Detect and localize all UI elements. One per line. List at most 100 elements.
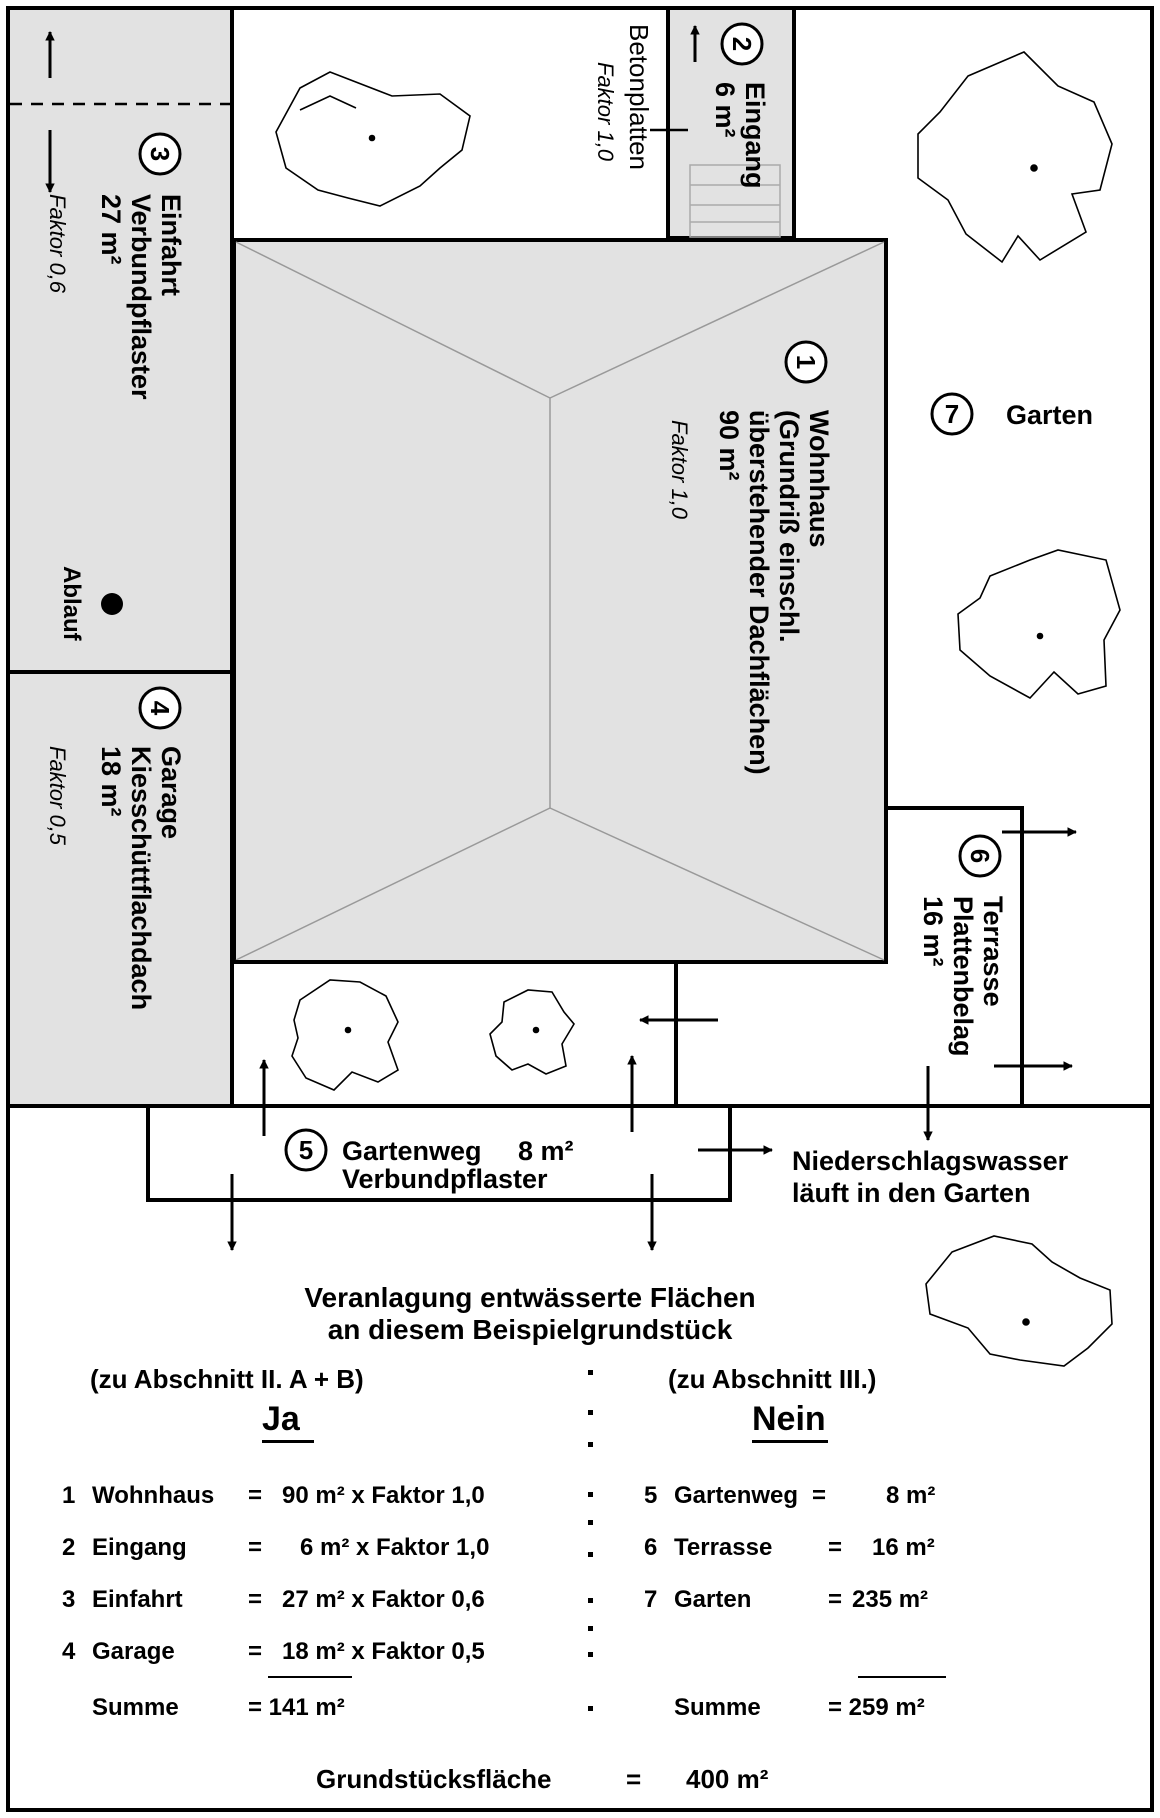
row-num: 4 xyxy=(62,1638,76,1665)
row-num: 7 xyxy=(644,1586,658,1613)
label-betonplatten: Betonplatten Faktor 1,0 xyxy=(593,24,654,170)
row-eq: = xyxy=(828,1586,843,1613)
row-value: 8 m² xyxy=(886,1482,936,1509)
left-section-title: (zu Abschnitt II. A + B) xyxy=(90,1364,364,1394)
svg-text:Terrasse: Terrasse xyxy=(978,896,1008,1007)
svg-text:7: 7 xyxy=(945,399,959,429)
right-sum-value: = 259 m² xyxy=(828,1694,925,1721)
right-section-title: (zu Abschnitt III.) xyxy=(668,1364,877,1394)
svg-text:Ablauf: Ablauf xyxy=(58,566,85,642)
svg-text:Faktor 1,0: Faktor 1,0 xyxy=(593,62,618,162)
bush-icon xyxy=(957,549,1121,700)
svg-text:6 m²: 6 m² xyxy=(710,82,740,138)
svg-text:(Grundriß einschl.: (Grundriß einschl. xyxy=(774,410,804,643)
svg-text:5: 5 xyxy=(299,1135,313,1165)
left-sum-value: = 141 m² xyxy=(248,1694,345,1721)
svg-text:8 m²: 8 m² xyxy=(518,1136,574,1166)
row-name: Wohnhaus xyxy=(92,1482,215,1509)
bush-icon xyxy=(275,71,471,207)
svg-text:Niederschlagswasser: Niederschlagswasser xyxy=(792,1146,1069,1176)
svg-text:Faktor 0,6: Faktor 0,6 xyxy=(45,194,70,294)
svg-text:Kiesschüttflachdach: Kiesschüttflachdach xyxy=(126,746,156,1010)
label-garage: Garage Kiesschüttflachdach 18 m² Faktor … xyxy=(45,746,186,1010)
separator-dot xyxy=(588,1626,593,1631)
note-niederschlagswasser: Niederschlagswasser läuft in den Garten xyxy=(792,1146,1069,1208)
label-terrasse: Terrasse Plattenbelag 16 m² xyxy=(918,896,1008,1057)
label-wohnhaus: Wohnhaus (Grundriß einschl. überstehende… xyxy=(667,410,834,775)
row-value: 18 m² x Faktor 0,5 xyxy=(282,1638,485,1665)
row-value: 16 m² xyxy=(872,1534,935,1561)
svg-text:2: 2 xyxy=(727,37,757,51)
label-gartenweg: Gartenweg 8 m² Verbundpflaster xyxy=(342,1136,574,1194)
row-num: 6 xyxy=(644,1534,658,1561)
label-ablauf: Ablauf xyxy=(58,566,85,642)
left-head-underline xyxy=(262,1440,314,1443)
right-head-underline xyxy=(752,1440,828,1443)
row-name: Garage xyxy=(92,1638,175,1665)
number-circle-2: 2 xyxy=(720,22,764,66)
row-name: Garten xyxy=(674,1586,752,1613)
right-sum-line xyxy=(858,1676,946,1678)
svg-text:4: 4 xyxy=(145,701,175,716)
row-value: 27 m² x Faktor 0,6 xyxy=(282,1586,485,1613)
svg-text:Einfahrt: Einfahrt xyxy=(156,194,186,296)
separator-dot xyxy=(588,1598,593,1603)
row-name: Terrasse xyxy=(674,1534,773,1561)
total-value: 400 m² xyxy=(686,1764,769,1794)
bush-icon xyxy=(917,51,1113,264)
number-circle-4: 4 xyxy=(138,686,182,730)
row-num: 3 xyxy=(62,1586,76,1613)
svg-text:3: 3 xyxy=(145,147,175,161)
svg-text:Faktor 1,0: Faktor 1,0 xyxy=(667,420,692,520)
svg-text:16 m²: 16 m² xyxy=(918,896,948,967)
row-value: 90 m² x Faktor 1,0 xyxy=(282,1482,485,1509)
right-sum-label: Summe xyxy=(674,1694,761,1721)
summary-title: Veranlagung entwässerte Flächen an diese… xyxy=(250,1282,810,1346)
row-eq: = xyxy=(248,1586,263,1613)
summary-title-line2: an diesem Beispielgrundstück xyxy=(327,1314,733,1345)
svg-text:Wohnhaus: Wohnhaus xyxy=(804,410,834,548)
svg-text:Plattenbelag: Plattenbelag xyxy=(948,896,978,1057)
row-name: Gartenweg xyxy=(674,1482,799,1509)
number-circle-3: 3 xyxy=(138,132,182,176)
svg-text:18 m²: 18 m² xyxy=(96,746,126,817)
svg-text:läuft in den Garten: läuft in den Garten xyxy=(792,1178,1031,1208)
row-eq: = xyxy=(248,1482,263,1509)
number-circle-6: 6 xyxy=(958,834,1002,878)
summary-title-line1: Veranlagung entwässerte Flächen xyxy=(304,1282,756,1313)
right-head-nein: Nein xyxy=(752,1400,826,1438)
row-num: 2 xyxy=(62,1534,76,1561)
svg-text:90 m²: 90 m² xyxy=(714,410,744,481)
bush-icon xyxy=(925,1235,1113,1367)
steps-icon xyxy=(689,164,781,238)
svg-text:Garage: Garage xyxy=(156,746,186,839)
row-num: 1 xyxy=(62,1482,76,1509)
row-value: 6 m² x Faktor 1,0 xyxy=(300,1534,490,1561)
label-eingang: Eingang 6 m² xyxy=(710,82,770,189)
bush-icon xyxy=(291,979,399,1091)
label-einfahrt: Einfahrt Verbundpflaster 27 m² Faktor 0,… xyxy=(45,194,186,400)
svg-text:Faktor 0,5: Faktor 0,5 xyxy=(45,746,70,846)
svg-text:27 m²: 27 m² xyxy=(96,194,126,265)
separator-dot xyxy=(588,1370,593,1375)
separator-dot xyxy=(588,1442,593,1447)
area-wohnhaus xyxy=(232,238,888,964)
row-eq: = xyxy=(828,1534,843,1561)
label-garten: Garten xyxy=(1006,400,1093,430)
row-num: 5 xyxy=(644,1482,658,1509)
ablauf-drain-icon xyxy=(101,593,123,615)
area-einfahrt xyxy=(6,6,234,674)
separator-dot xyxy=(588,1492,593,1497)
roof-lines xyxy=(235,241,885,961)
separator-dot xyxy=(588,1706,593,1711)
drainage-arrows xyxy=(227,827,1077,1251)
number-circle-7: 7 xyxy=(930,392,974,436)
number-circle-5: 5 xyxy=(284,1128,328,1172)
separator-dot xyxy=(588,1410,593,1415)
svg-text:Verbundpflaster: Verbundpflaster xyxy=(342,1164,548,1194)
svg-text:1: 1 xyxy=(791,355,821,369)
svg-text:Verbundpflaster: Verbundpflaster xyxy=(126,194,156,400)
left-sum-label: Summe xyxy=(92,1694,179,1721)
number-circle-1: 1 xyxy=(784,340,828,384)
